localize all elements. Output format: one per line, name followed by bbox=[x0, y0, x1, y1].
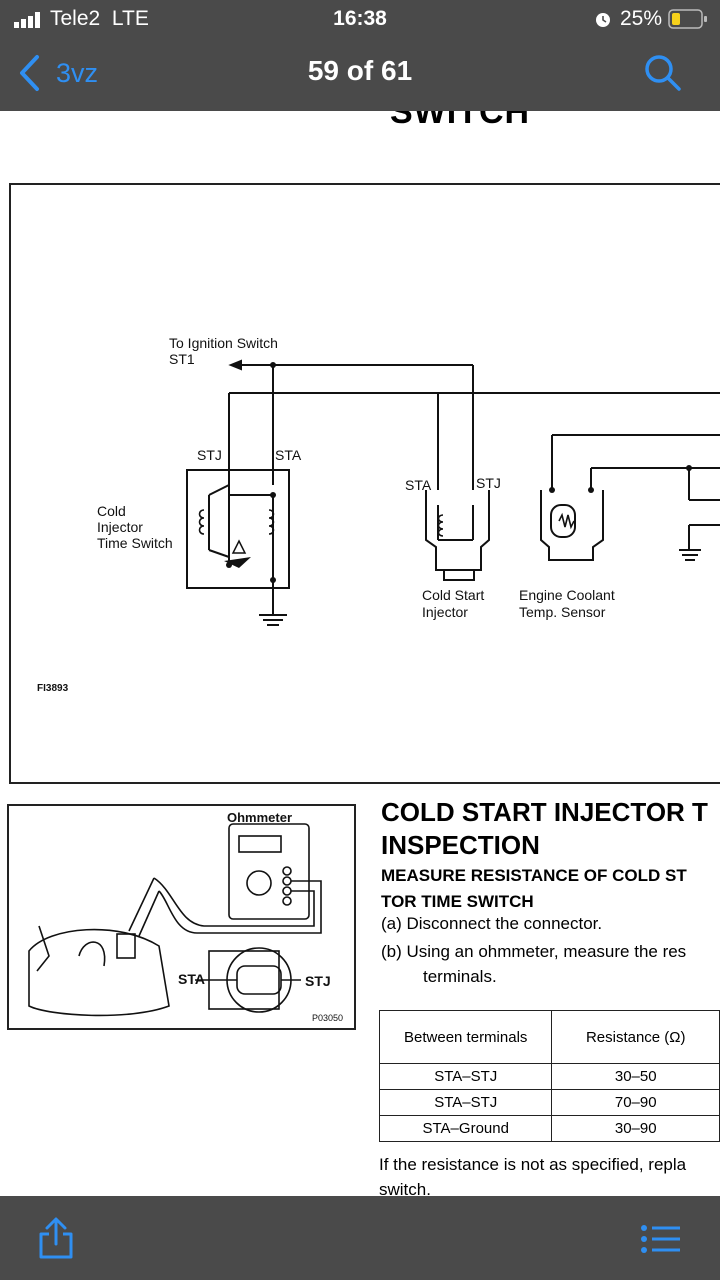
step-b: (b) Using an ohmmeter, measure the res t… bbox=[381, 942, 687, 986]
sta-left-label: STA bbox=[275, 447, 302, 463]
section-title: COLD START INJECTOR T INSPECTION bbox=[381, 797, 708, 860]
cold-start-injector-label: Cold Start Injector bbox=[422, 587, 485, 620]
step-a: (a) Disconnect the connector. bbox=[381, 914, 603, 933]
table-row: STA–Ground 30–90 bbox=[378, 1115, 720, 1142]
network-label: LTE bbox=[111, 7, 149, 30]
stj-mid-label: STJ bbox=[476, 475, 501, 491]
battery-percent: 25% bbox=[619, 7, 662, 30]
table-row: STA–STJ 70–90 bbox=[378, 1089, 720, 1116]
figure-id-1: FI3893 bbox=[37, 683, 69, 694]
share-icon[interactable] bbox=[36, 1216, 76, 1260]
ohmmeter-label: Ohmmeter bbox=[227, 810, 293, 825]
cold-injector-time-switch-label: Cold Injector Time Switch bbox=[97, 503, 173, 551]
ohmmeter-diagram: Ohmmeter STA STJ P03050 bbox=[7, 804, 356, 1030]
stj-right-label: STJ bbox=[305, 973, 331, 989]
wiring-schematic bbox=[186, 359, 720, 626]
subheading: MEASURE RESISTANCE OF COLD ST TOR TIME S… bbox=[381, 866, 687, 911]
battery-icon bbox=[668, 9, 707, 29]
document-page[interactable]: SWITCH bbox=[0, 111, 720, 1196]
list-icon[interactable] bbox=[640, 1224, 682, 1254]
nav-bar: 3vz 59 of 61 bbox=[0, 38, 720, 111]
wiring-diagram: To Ignition Switch ST1 STJ STA Cold Inje… bbox=[9, 183, 720, 784]
clock: 16:38 bbox=[333, 7, 387, 30]
status-bar: Tele2 LTE 16:38 25% bbox=[0, 0, 720, 38]
figure-id-2: P03050 bbox=[312, 1013, 344, 1023]
chevron-left-icon bbox=[20, 55, 39, 91]
table-row: STA–STJ 30–50 bbox=[378, 1063, 720, 1090]
alarm-icon bbox=[596, 13, 610, 27]
sta-mid-label: STA bbox=[405, 477, 432, 493]
coolant-sensor-label: Engine Coolant Temp. Sensor bbox=[519, 587, 615, 620]
search-icon[interactable] bbox=[644, 54, 682, 92]
ignition-label: To Ignition Switch ST1 bbox=[169, 335, 278, 367]
table-cell: 30–90 bbox=[551, 1115, 720, 1142]
bottom-toolbar bbox=[0, 1196, 720, 1280]
table-cell: STA–STJ bbox=[378, 1089, 553, 1116]
table-cell: 30–50 bbox=[551, 1063, 720, 1090]
table-cell: 70–90 bbox=[551, 1089, 720, 1116]
back-label: 3vz bbox=[56, 57, 99, 88]
signal-bars-icon bbox=[14, 12, 40, 28]
table-header-row: Between terminals Resistance (Ω) bbox=[378, 1010, 720, 1064]
carrier-label: Tele2 LTE bbox=[50, 7, 149, 30]
heading-top: SWITCH bbox=[390, 111, 531, 131]
table-header-cell: Between terminals bbox=[378, 1010, 553, 1064]
page-counter: 59 of 61 bbox=[307, 55, 413, 86]
back-button[interactable]: 3vz bbox=[18, 54, 98, 92]
table-cell: STA–STJ bbox=[378, 1063, 553, 1090]
resistance-table: Between terminals Resistance (Ω) STA–STJ… bbox=[378, 1010, 720, 1142]
footer-text: If the resistance is not as specified, r… bbox=[379, 1155, 687, 1196]
ohmmeter-illustration bbox=[28, 823, 322, 1017]
stj-left-label: STJ bbox=[197, 447, 222, 463]
table-header-cell: Resistance (Ω) bbox=[551, 1010, 720, 1064]
table-cell: STA–Ground bbox=[378, 1115, 553, 1142]
sta-right-label: STA bbox=[178, 971, 205, 987]
